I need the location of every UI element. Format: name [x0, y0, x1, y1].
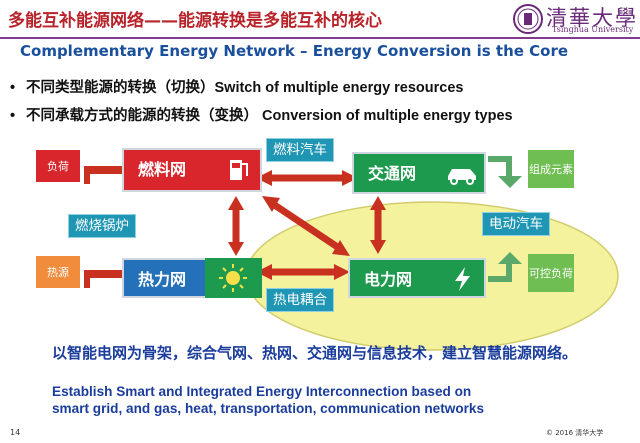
bullet-text: 不同类型能源的转换（切换）Switch of multiple energy r…	[26, 80, 464, 96]
logo-name: 清華大學	[546, 6, 638, 30]
fuel-network-node: 燃料网	[122, 148, 262, 192]
subtitle: Complementary Energy Network – Energy Co…	[20, 42, 569, 60]
sun-icon	[219, 264, 247, 292]
summary-english-line2: smart grid, and gas, heat, transportatio…	[52, 401, 485, 416]
composition-box: 组成元素	[528, 150, 574, 188]
fuel-pump-icon	[230, 160, 248, 180]
university-logo: 清華大學 Tsinghua University	[512, 2, 636, 36]
summary-english-line1: Establish Smart and Integrated Energy In…	[52, 384, 472, 399]
bullet-item: •不同类型能源的转换（切换）Switch of multiple energy …	[10, 80, 464, 96]
arrow-controllable-load	[488, 252, 522, 282]
bullet-text: 不同承载方式的能源的转换（变换） Conversion of multiple …	[26, 108, 513, 124]
chp-label: 热电耦合	[266, 288, 334, 312]
slide-title: 多能互补能源网络——能源转换是多能互补的核心	[8, 11, 382, 31]
page-number: 14	[10, 428, 21, 437]
logo-english: Tsinghua University	[552, 25, 634, 34]
gas-boiler-label: 燃烧锅炉	[68, 214, 136, 238]
title-divider	[0, 37, 640, 39]
load-box: 负荷	[36, 150, 80, 182]
node-label: 热力网	[138, 270, 187, 289]
car-icon	[448, 169, 476, 185]
power-network-node: 电力网	[348, 258, 486, 298]
arrow-heat-power	[256, 264, 350, 280]
node-label: 交通网	[368, 164, 417, 183]
electric-car-label: 电动汽车	[482, 212, 550, 236]
arrow-fuel-power-diagonal	[262, 196, 350, 256]
bullet-item: •不同承载方式的能源的转换（变换） Conversion of multiple…	[10, 108, 513, 124]
fuel-car-label: 燃料汽车	[266, 138, 334, 162]
controllable-load-box: 可控负荷	[528, 254, 574, 292]
arrow-transport-power	[370, 196, 386, 254]
arrow-fuel-heat	[228, 196, 244, 256]
heat-sun-badge	[205, 258, 262, 298]
summary-chinese: 以智能电网为骨架，综合气网、热网、交通网与信息技术，建立智慧能源网络。	[52, 344, 578, 362]
heat-source-box: 热源	[36, 256, 80, 288]
arrow-fuel-transport	[256, 170, 358, 186]
node-label: 燃料网	[138, 160, 187, 179]
arrow-composition	[488, 156, 522, 188]
university-seal-icon	[513, 4, 543, 34]
node-label: 电力网	[364, 270, 413, 289]
arrow-load	[84, 160, 132, 184]
arrow-heat-source	[84, 264, 132, 288]
copyright: © 2016 清华大学	[546, 429, 604, 437]
transport-network-node: 交通网	[352, 152, 486, 194]
lightning-icon	[455, 267, 470, 291]
